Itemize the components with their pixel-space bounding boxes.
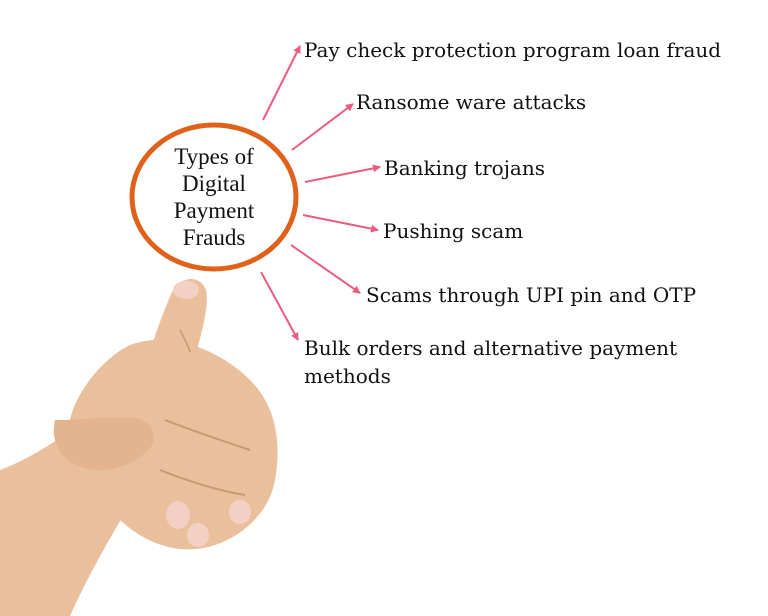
pointing-hand-illustration <box>0 278 278 616</box>
fraud-type-item: Ransome ware attacks <box>356 90 587 114</box>
arrows-group <box>260 45 381 341</box>
arrow-to-item-2 <box>291 103 354 151</box>
fraud-type-item: Scams through UPI pin and OTP <box>366 283 697 307</box>
center-title: Types of Digital Payment Frauds <box>148 143 280 251</box>
center-title-line: Frauds <box>182 225 246 250</box>
center-title-line: Digital <box>182 171 246 196</box>
fraud-type-item: Pushing scam <box>383 219 524 243</box>
knuckle-line <box>164 419 251 451</box>
index-finger-shape <box>139 278 207 412</box>
arrow-to-item-4 <box>302 214 379 233</box>
palm-shape <box>70 339 278 550</box>
center-title-line: Payment <box>173 198 255 223</box>
finger-crease <box>179 329 191 353</box>
thumb-shape <box>53 417 155 470</box>
arrow-to-item-6 <box>260 271 299 341</box>
arrow-to-item-5 <box>290 244 361 294</box>
fraud-type-item: Bulk orders and alternative payment meth… <box>304 336 678 388</box>
center-title-line: Types of <box>174 144 254 169</box>
fraud-type-item: Pay check protection program loan fraud <box>304 38 722 62</box>
fraud-type-item: Banking trojans <box>384 156 545 180</box>
fingernail <box>173 281 199 299</box>
arrow-to-item-3 <box>304 164 381 183</box>
center-ring <box>129 122 299 272</box>
fingernail <box>229 500 251 524</box>
arrow-to-item-1 <box>262 45 301 121</box>
knuckle-line <box>159 469 246 496</box>
fingernail <box>187 523 209 547</box>
fingernail <box>166 501 190 529</box>
